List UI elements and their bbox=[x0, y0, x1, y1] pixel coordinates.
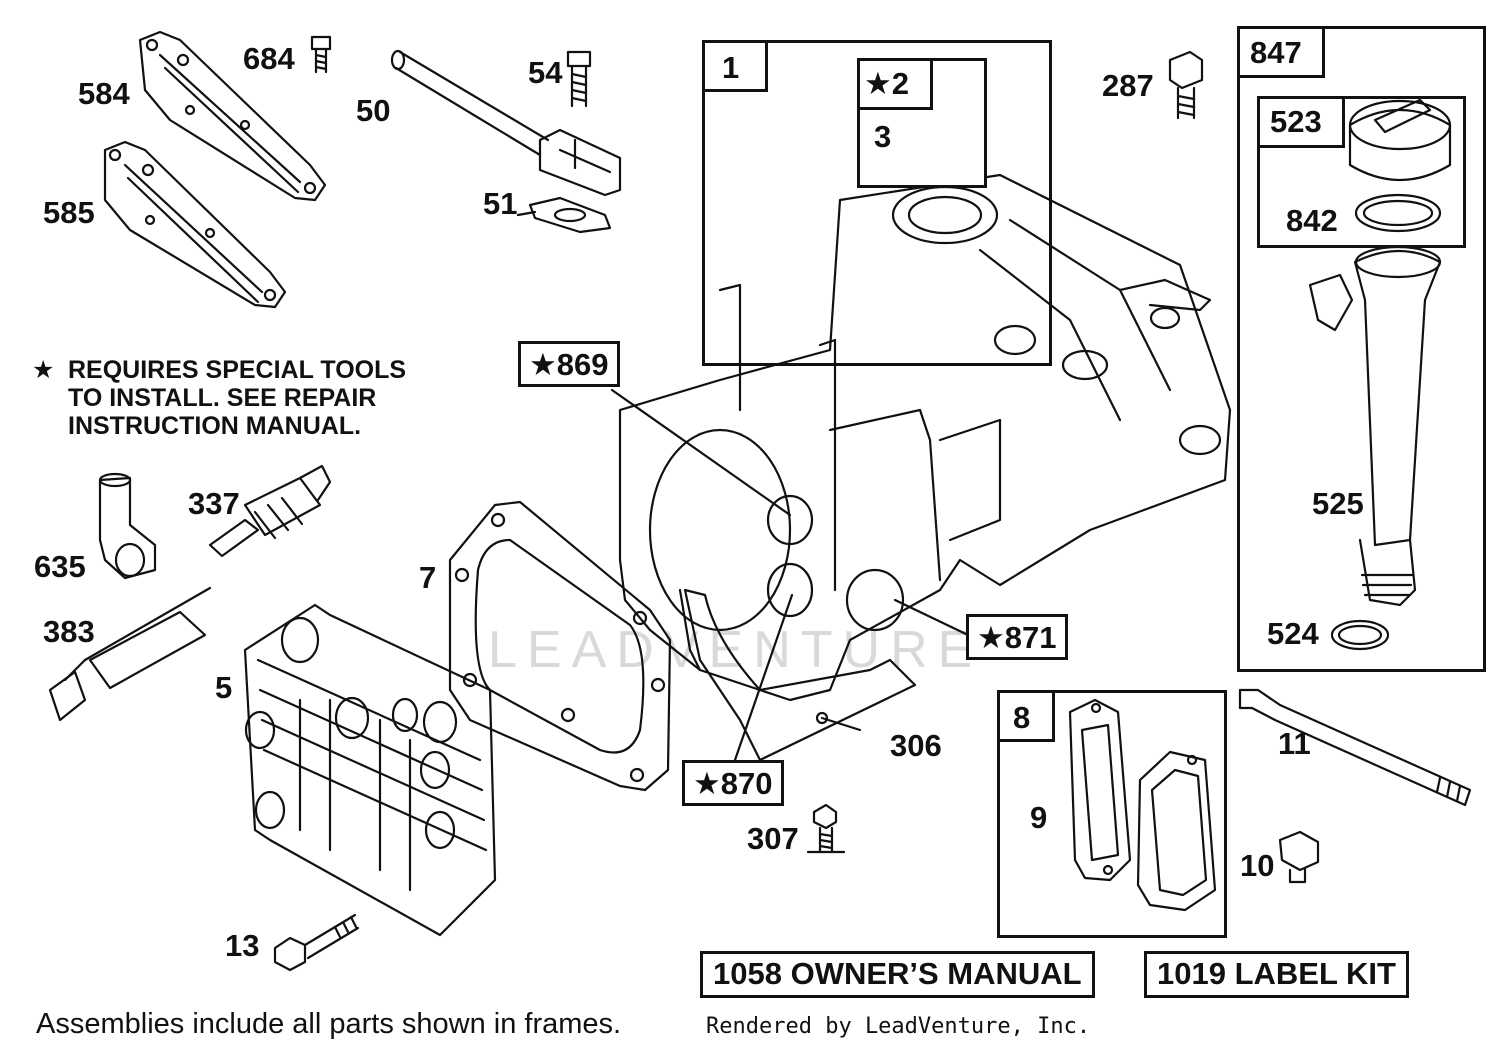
part-label-684: 684 bbox=[243, 41, 295, 76]
part-label-584: 584 bbox=[78, 76, 130, 111]
cylinder-block-1-drawing bbox=[620, 175, 1230, 700]
breather-tube-11-drawing bbox=[1240, 690, 1470, 805]
tag-870: ★870 bbox=[682, 760, 784, 806]
gasket-9-drawing bbox=[1070, 700, 1130, 880]
rendered-by-credit: Rendered by LeadVenture, Inc. bbox=[706, 1014, 1091, 1039]
screw-684-drawing bbox=[312, 37, 330, 72]
frame-523 bbox=[1257, 96, 1466, 248]
part-label-13: 13 bbox=[225, 928, 260, 963]
part-label-383: 383 bbox=[43, 614, 95, 649]
intake-tube-50-drawing bbox=[392, 51, 620, 195]
breather-cover-8-drawing bbox=[1138, 752, 1215, 910]
frame-2-tag bbox=[857, 58, 933, 110]
frame-1-number: 1 bbox=[722, 50, 740, 85]
special-tool-star-icon: ★ bbox=[693, 766, 721, 802]
part-label-5: 5 bbox=[215, 670, 233, 705]
note-text-3: INSTRUCTION MANUAL. bbox=[68, 412, 362, 440]
special-tool-star-icon: ★ bbox=[864, 66, 892, 102]
tag-869: ★869 bbox=[518, 341, 620, 387]
leader-lines bbox=[518, 212, 968, 760]
tag-869-number: 869 bbox=[556, 347, 609, 382]
bolt-13-drawing bbox=[275, 915, 358, 970]
frame-523-tag bbox=[1257, 96, 1345, 148]
frame-847-number: 847 bbox=[1250, 35, 1302, 70]
frame-1 bbox=[702, 40, 1052, 366]
frame-2-number: ★2 bbox=[864, 68, 909, 100]
special-tools-note-line-2: TO INSTALL. SEE REPAIR bbox=[32, 384, 406, 412]
spark-plug-337-drawing bbox=[210, 466, 330, 556]
part-label-10: 10 bbox=[1240, 848, 1275, 883]
bolt-54-drawing bbox=[568, 52, 590, 106]
frame-2-label: 2 bbox=[891, 66, 910, 101]
gasket-306-drawing bbox=[685, 590, 915, 760]
tag-871: ★871 bbox=[966, 614, 1068, 660]
gasket-584-drawing bbox=[140, 32, 325, 200]
part-label-842: 842 bbox=[1286, 203, 1338, 238]
special-tools-note-line-3: INSTRUCTION MANUAL. bbox=[32, 412, 406, 440]
o-ring-524-drawing bbox=[1332, 621, 1388, 649]
spark-plug-boot-635-drawing bbox=[100, 474, 155, 578]
frame-847-tag bbox=[1237, 26, 1325, 78]
part-label-11: 11 bbox=[1278, 726, 1311, 761]
kit-owners-manual: 1058 OWNER’S MANUAL bbox=[700, 951, 1095, 998]
part-label-306: 306 bbox=[890, 728, 942, 763]
part-label-337: 337 bbox=[188, 486, 240, 521]
part-label-524: 524 bbox=[1267, 616, 1319, 651]
part-label-525: 525 bbox=[1312, 486, 1364, 521]
cylinder-head-5-drawing bbox=[245, 605, 495, 935]
part-label-585: 585 bbox=[43, 195, 95, 230]
fitting-10-drawing bbox=[1280, 832, 1318, 882]
frame-8-number: 8 bbox=[1013, 700, 1031, 735]
part-label-50: 50 bbox=[356, 93, 391, 128]
tag-870-number: 870 bbox=[720, 766, 773, 801]
part-label-54: 54 bbox=[528, 55, 563, 90]
part-label-9: 9 bbox=[1030, 800, 1048, 835]
dipstick-cap-523-drawing bbox=[1350, 100, 1450, 180]
special-tools-note-line-1: ★ REQUIRES SPECIAL TOOLS bbox=[32, 355, 407, 385]
special-tool-star-icon: ★ bbox=[529, 347, 557, 383]
o-ring-842-drawing bbox=[1356, 195, 1440, 231]
special-tools-note: ★ REQUIRES SPECIAL TOOLS TO INSTALL. SEE … bbox=[32, 355, 407, 441]
special-tool-star-icon: ★ bbox=[32, 355, 55, 384]
special-tool-star-icon: ★ bbox=[977, 620, 1005, 656]
gasket-51-drawing bbox=[530, 198, 610, 232]
part-label-7: 7 bbox=[419, 560, 437, 595]
part-label-287: 287 bbox=[1102, 68, 1154, 103]
part-label-307: 307 bbox=[747, 821, 799, 856]
frame-847 bbox=[1237, 26, 1486, 672]
frame-8-tag bbox=[997, 690, 1055, 742]
head-gasket-7-drawing bbox=[450, 502, 670, 790]
part-label-51: 51 bbox=[483, 186, 518, 221]
note-text-2: TO INSTALL. SEE REPAIR bbox=[68, 384, 377, 412]
note-text-1: REQUIRES SPECIAL TOOLS bbox=[68, 356, 407, 384]
screw-307-drawing bbox=[808, 805, 844, 852]
assemblies-footnote: Assemblies include all parts shown in fr… bbox=[36, 1008, 622, 1040]
frame-1-tag bbox=[702, 40, 768, 92]
frame-8 bbox=[997, 690, 1227, 938]
part-label-635: 635 bbox=[34, 549, 86, 584]
bolt-287-drawing bbox=[1170, 52, 1202, 118]
tag-871-number: 871 bbox=[1004, 620, 1057, 655]
frame-523-number: 523 bbox=[1270, 104, 1322, 139]
part-label-3: 3 bbox=[874, 119, 892, 154]
kit-label: 1019 LABEL KIT bbox=[1144, 951, 1409, 998]
tool-383-drawing bbox=[50, 588, 210, 720]
gasket-585-drawing bbox=[105, 142, 285, 307]
